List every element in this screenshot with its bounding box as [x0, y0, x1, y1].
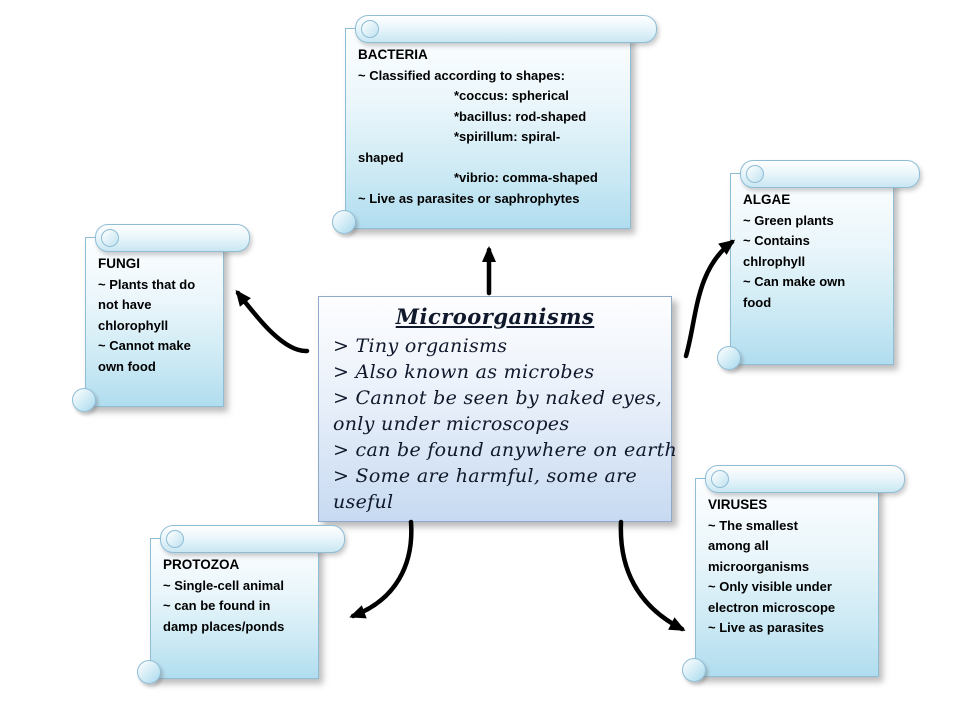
center-point: only under microscopes — [333, 413, 570, 435]
scroll-top-curl-icon — [101, 229, 119, 247]
bacteria-line: *vibrio: comma-shaped — [454, 170, 598, 185]
center-title: Microorganisms — [395, 304, 595, 329]
fungi-line: own food — [98, 358, 156, 374]
center-point: > Tiny organisms — [333, 335, 508, 357]
viruses-line: ~ Only visible under — [708, 579, 832, 594]
algae-line: chlrophyll — [743, 253, 806, 269]
algae-title: ALGAE — [743, 192, 791, 207]
viruses-line: ~ Live as parasites — [708, 620, 824, 635]
algae-line: ~ Green plants — [743, 212, 834, 228]
algae-line: ~ Can make own — [743, 274, 846, 289]
protozoa-card-body: PROTOZOA ~ Single-cell animal ~ can be f… — [150, 538, 319, 679]
scroll-top-roll — [160, 525, 345, 553]
center-point: > Cannot be seen by naked eyes, — [333, 387, 663, 409]
center-point: useful — [333, 491, 394, 513]
fungi-line: chlorophyll — [98, 317, 169, 333]
viruses-line: among all — [708, 538, 769, 553]
center-point: > can be found anywhere on earth — [333, 439, 678, 461]
protozoa-card: PROTOZOA ~ Single-cell animal ~ can be f… — [137, 525, 345, 684]
viruses-line: electron microscope — [708, 599, 836, 615]
center-point: > Some are harmful, some are — [333, 465, 638, 487]
algae-line: ~ Contains — [743, 233, 810, 248]
center-point: > Also known as microbes — [333, 361, 595, 383]
scroll-top-roll — [95, 224, 250, 252]
scroll-top-curl-icon — [746, 165, 764, 183]
bacteria-card-body: BACTERIA ~ Classified according to shape… — [345, 28, 631, 229]
fungi-line: ~ Cannot make — [98, 338, 191, 353]
viruses-line: microorganisms — [708, 558, 810, 574]
fungi-card: FUNGI ~ Plants that do not have chloroph… — [72, 224, 250, 412]
scroll-bottom-curl-icon — [72, 388, 96, 412]
bacteria-card: BACTERIA ~ Classified according to shape… — [332, 15, 657, 234]
viruses-card: VIRUSES ~ The smallest among all microor… — [682, 465, 905, 682]
arrow-center-to-viruses — [618, 519, 686, 632]
fungi-title: FUNGI — [98, 256, 140, 271]
bacteria-line: ~ Live as parasites or saphrophytes — [358, 190, 580, 206]
bacteria-line: ~ Classified according to shapes: — [358, 67, 565, 83]
arrow-center-to-protozoa — [349, 519, 414, 619]
scroll-bottom-curl-icon — [717, 346, 741, 370]
fungi-line: ~ Plants that do — [98, 276, 196, 292]
scroll-bottom-curl-icon — [137, 660, 161, 684]
scroll-top-curl-icon — [361, 20, 379, 38]
scroll-bottom-curl-icon — [332, 210, 356, 234]
bacteria-line: *bacillus: rod-shaped — [454, 108, 587, 124]
protozoa-line: damp places/ponds — [163, 618, 285, 634]
protozoa-title: PROTOZOA — [163, 557, 240, 572]
algae-card: ALGAE ~ Green plants ~ Contains chlrophy… — [717, 160, 920, 370]
scroll-bottom-curl-icon — [682, 658, 706, 682]
bacteria-line: *coccus: spherical — [454, 88, 569, 103]
bacteria-title: BACTERIA — [358, 47, 428, 62]
fungi-card-body: FUNGI ~ Plants that do not have chloroph… — [85, 237, 224, 407]
scroll-top-roll — [740, 160, 920, 188]
microorganisms-center-box: Microorganisms > Tiny organisms > Also k… — [318, 296, 678, 522]
protozoa-line: ~ can be found in — [163, 598, 271, 613]
viruses-line: ~ The smallest — [708, 517, 798, 533]
protozoa-line: ~ Single-cell animal — [163, 577, 285, 593]
fungi-line: not have — [98, 297, 152, 312]
scroll-top-roll — [355, 15, 657, 43]
viruses-title: VIRUSES — [708, 497, 768, 512]
algae-card-body: ALGAE ~ Green plants ~ Contains chlrophy… — [730, 173, 894, 365]
algae-line: food — [743, 294, 772, 310]
scroll-top-curl-icon — [711, 470, 729, 488]
arrow-center-to-algae — [683, 239, 736, 359]
bacteria-line: shaped — [358, 149, 404, 165]
scroll-top-curl-icon — [166, 530, 184, 548]
scroll-top-roll — [705, 465, 905, 493]
bacteria-line: *spirillum: spiral- — [454, 129, 561, 144]
viruses-card-body: VIRUSES ~ The smallest among all microor… — [695, 478, 879, 677]
